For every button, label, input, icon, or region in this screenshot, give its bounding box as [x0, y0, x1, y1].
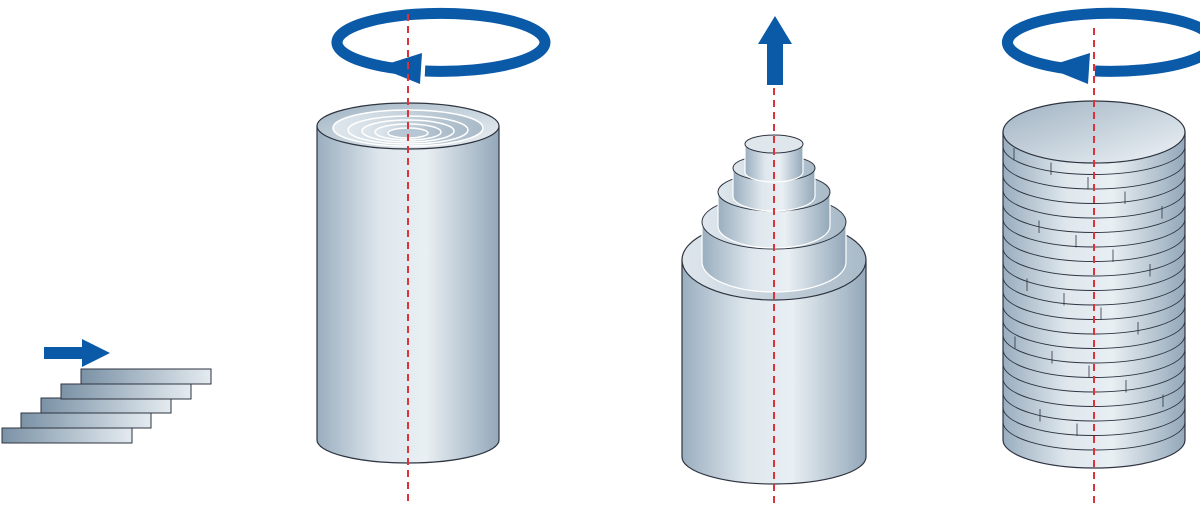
rotate-arrow-icon: [331, 7, 551, 84]
plate-layer: [1, 427, 133, 444]
disc-divider: [1002, 407, 1186, 436]
rotate-arrow-icon: [1001, 7, 1200, 84]
stacked-discs-rotation: [1001, 7, 1200, 504]
disc-divider: [1002, 189, 1186, 219]
disc-divider: [1002, 392, 1186, 422]
plate-layer: [40, 397, 172, 414]
disc-stack-body: [1002, 131, 1186, 469]
arrow-right-icon: [44, 339, 110, 367]
plate-layer: [80, 368, 212, 385]
arrow-up-icon: [758, 16, 792, 85]
telescoping-cylinder-rotation: [316, 7, 551, 504]
disc-divider: [1002, 247, 1186, 277]
disc-divider: [1002, 334, 1186, 364]
base-tier: [681, 259, 867, 485]
laminar-plates: [1, 339, 212, 444]
plate-layer: [20, 412, 152, 429]
disc-divider: [1002, 175, 1186, 204]
plate-layer: [60, 383, 192, 400]
disc-divider: [1002, 262, 1186, 291]
telescoping-cylinder-extension: [681, 16, 867, 504]
disc-divider: [1002, 320, 1186, 349]
disc-dividers: [1002, 131, 1186, 451]
